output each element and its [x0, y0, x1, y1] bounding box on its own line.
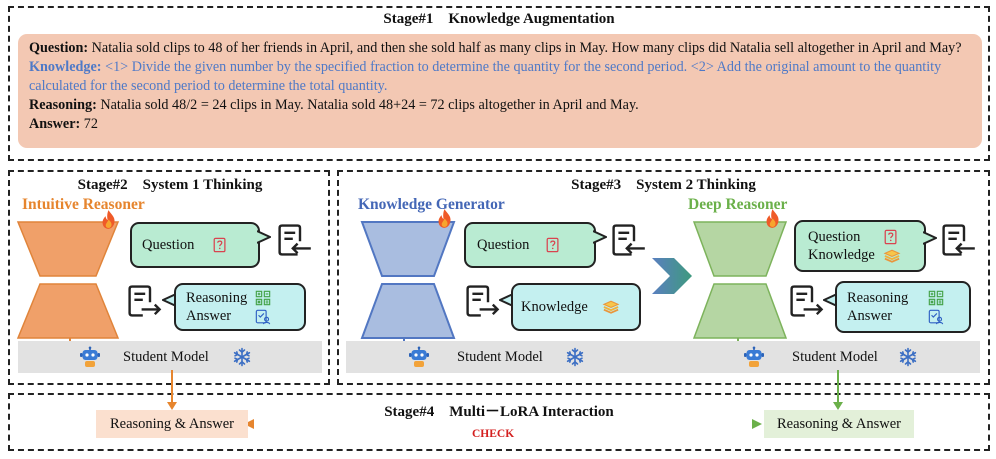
student-model-bar-left — [18, 341, 322, 373]
stage3-title: Stage#3 System 2 Thinking — [571, 177, 756, 193]
question-knowledge-text: Question Knowledge — [808, 229, 875, 263]
input-doc-icon — [276, 222, 312, 258]
left-result-box: Reasoning & Answer — [96, 410, 248, 438]
snowflake-icon — [565, 347, 585, 367]
output-doc-icon — [126, 283, 162, 319]
training-sample: Question: Natalia sold clips to 48 of he… — [18, 34, 982, 148]
chevron-arrow-icon — [652, 258, 692, 294]
question-doc-icon — [545, 237, 561, 253]
intuitive-reasoner-model — [16, 221, 120, 351]
stage3-box — [337, 170, 990, 385]
fire-icon — [436, 208, 453, 229]
reasoning-answer-text: Reasoning Answer — [847, 290, 909, 324]
deep-reasoner-model — [692, 221, 788, 348]
bubble-tail — [923, 231, 937, 245]
student-model-label: Student Model — [123, 349, 209, 365]
knowledge-label: Knowledge — [521, 299, 588, 315]
stack-icon — [602, 299, 620, 315]
bubble-tail — [593, 230, 607, 244]
bubble-tail — [257, 230, 271, 244]
question-bubble: Question — [464, 222, 596, 268]
stage2-box — [8, 170, 330, 385]
fire-icon — [100, 209, 117, 230]
bubble-tail — [499, 293, 513, 307]
output-doc-icon — [464, 283, 500, 319]
question-label: Question — [142, 237, 195, 253]
stage2-title: Stage#2 System 1 Thinking — [77, 177, 263, 193]
reasoning-answer-bubble: Reasoning Answer — [835, 281, 971, 333]
stage1-box — [8, 6, 990, 161]
question-label: Question — [477, 237, 530, 253]
student-model-label: Student Model — [457, 349, 543, 365]
knowledge-generator-model — [360, 221, 456, 348]
robot-icon — [408, 346, 430, 368]
snowflake-icon — [898, 347, 918, 367]
input-doc-icon — [940, 222, 976, 258]
input-doc-icon — [610, 222, 646, 258]
output-doc-icon — [788, 283, 824, 319]
knowledge-bubble: Knowledge — [511, 283, 641, 331]
snowflake-icon — [232, 347, 252, 367]
deep-reasoner-label: Deep Reasoner — [688, 196, 788, 213]
question-doc-icon — [883, 229, 899, 245]
reasoning-answer-bubble: Reasoning Answer — [174, 283, 306, 331]
reasoning-answer-text: Reasoning Answer — [186, 290, 248, 324]
question-line: Question: Natalia sold clips to 48 of he… — [29, 40, 962, 56]
question-knowledge-bubble: Question Knowledge — [794, 220, 926, 272]
stage4-title: Stage#4 Multi－LoRA Interaction — [384, 404, 614, 420]
connector-arrows — [167, 370, 843, 429]
knowledge-generator-label: Knowledge Generator — [358, 196, 505, 213]
reasoning-line: Reasoning: Natalia sold 48/2 = 24 clips … — [29, 97, 639, 113]
stage4-box — [8, 393, 990, 451]
question-bubble: Question — [130, 222, 260, 268]
check-label: CHECK — [472, 428, 515, 440]
fire-icon — [764, 208, 781, 229]
stack-icon — [883, 248, 901, 264]
check-doc-icon — [928, 309, 944, 325]
robot-icon — [743, 346, 765, 368]
stage1-title: Stage#1 Knowledge Augmentation — [383, 11, 615, 27]
answer-line: Answer: 72 — [29, 116, 98, 132]
knowledge-line: Knowledge: <1> Divide the given number b… — [29, 59, 942, 94]
check-doc-icon — [255, 309, 271, 325]
grid-icon — [928, 290, 944, 306]
robot-icon — [79, 346, 101, 368]
grid-icon — [255, 290, 271, 306]
right-result-box: Reasoning & Answer — [764, 410, 914, 438]
student-model-label: Student Model — [792, 349, 878, 365]
intuitive-reasoner-label: Intuitive Reasoner — [22, 196, 145, 213]
bubble-tail — [823, 293, 837, 307]
question-doc-icon — [212, 237, 228, 253]
student-model-bar-right — [346, 341, 980, 373]
bubble-tail — [162, 293, 176, 307]
